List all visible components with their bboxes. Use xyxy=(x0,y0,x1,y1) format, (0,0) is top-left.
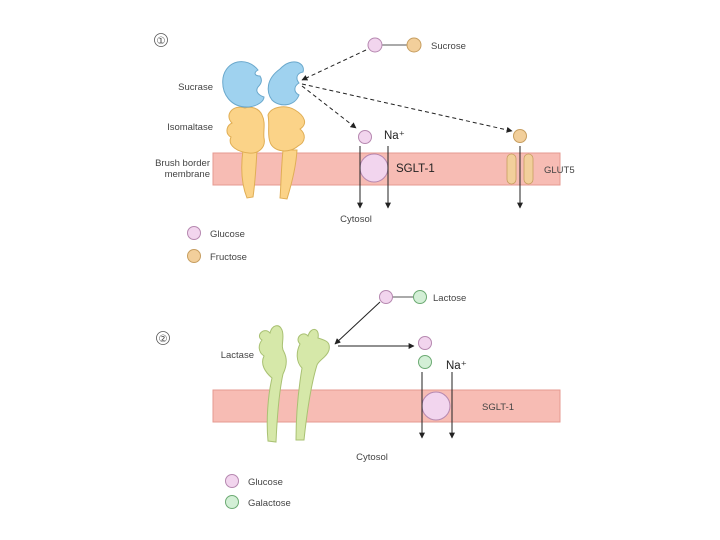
legend-glucose-swatch xyxy=(187,226,201,240)
free-glucose-2 xyxy=(418,336,432,350)
sglt1-label-2: SGLT-1 xyxy=(482,402,514,413)
free-galactose xyxy=(418,355,432,369)
panel-1-number-circle xyxy=(154,33,168,47)
lactase-enzyme xyxy=(258,325,330,443)
lactase-label: Lactase xyxy=(221,350,254,361)
legend-glucose-label: Glucose xyxy=(210,229,245,240)
legend2-glucose-label: Glucose xyxy=(248,477,283,488)
cytosol-label-1: Cytosol xyxy=(340,214,372,225)
lactose-label: Lactose xyxy=(433,293,466,304)
panel-2-number-circle xyxy=(156,331,170,345)
cytosol-label-2: Cytosol xyxy=(356,452,388,463)
legend2-glucose-swatch xyxy=(225,474,239,488)
legend2-galactose-swatch xyxy=(225,495,239,509)
sucrose-glucose xyxy=(367,37,383,53)
sucrose-fructose xyxy=(406,37,422,53)
free-glucose xyxy=(358,130,372,144)
lactose-to-lactase-arrow xyxy=(334,301,381,345)
free-fructose xyxy=(513,129,527,143)
na-label-2: Na⁺ xyxy=(446,360,467,372)
lactose-galactose xyxy=(413,290,427,304)
na-label-1: Na⁺ xyxy=(384,130,405,142)
sucrose-label: Sucrose xyxy=(431,41,466,52)
panel-2-number: ② xyxy=(159,334,168,345)
sglt1-transporter-2 xyxy=(421,391,451,421)
glut5-half-left xyxy=(506,153,517,185)
membrane-label-line1: Brush border xyxy=(155,158,210,169)
sglt1-label: SGLT-1 xyxy=(396,163,435,175)
glut5-label: GLUT5 xyxy=(544,165,575,176)
isomaltase-enzyme xyxy=(226,106,306,200)
glut5-half-right xyxy=(523,153,534,185)
sucrase-to-fructose-arrow xyxy=(301,83,513,133)
sucrase-label: Sucrase xyxy=(178,82,213,93)
sucrase-to-glucose-arrow xyxy=(301,85,357,129)
sucrase-enzyme xyxy=(222,61,304,108)
brush-border-membrane xyxy=(212,152,561,186)
panel-1: ① Sucrose Sucrase Isomaltase Brush borde… xyxy=(154,33,575,263)
lactose-glucose xyxy=(379,290,393,304)
panel-1-number: ① xyxy=(157,36,166,47)
membrane-label-line2: membrane xyxy=(165,169,210,180)
sglt1-transporter xyxy=(359,153,389,183)
sucrose-to-sucrase-arrow xyxy=(301,49,367,81)
legend2-galactose-label: Galactose xyxy=(248,498,291,509)
panel-2: ② Lactose Lactase Na⁺ SGLT-1 Cytosol Glu… xyxy=(156,290,561,509)
legend-fructose-label: Fructose xyxy=(210,252,247,263)
legend-fructose-swatch xyxy=(187,249,201,263)
isomaltase-label: Isomaltase xyxy=(167,122,213,133)
